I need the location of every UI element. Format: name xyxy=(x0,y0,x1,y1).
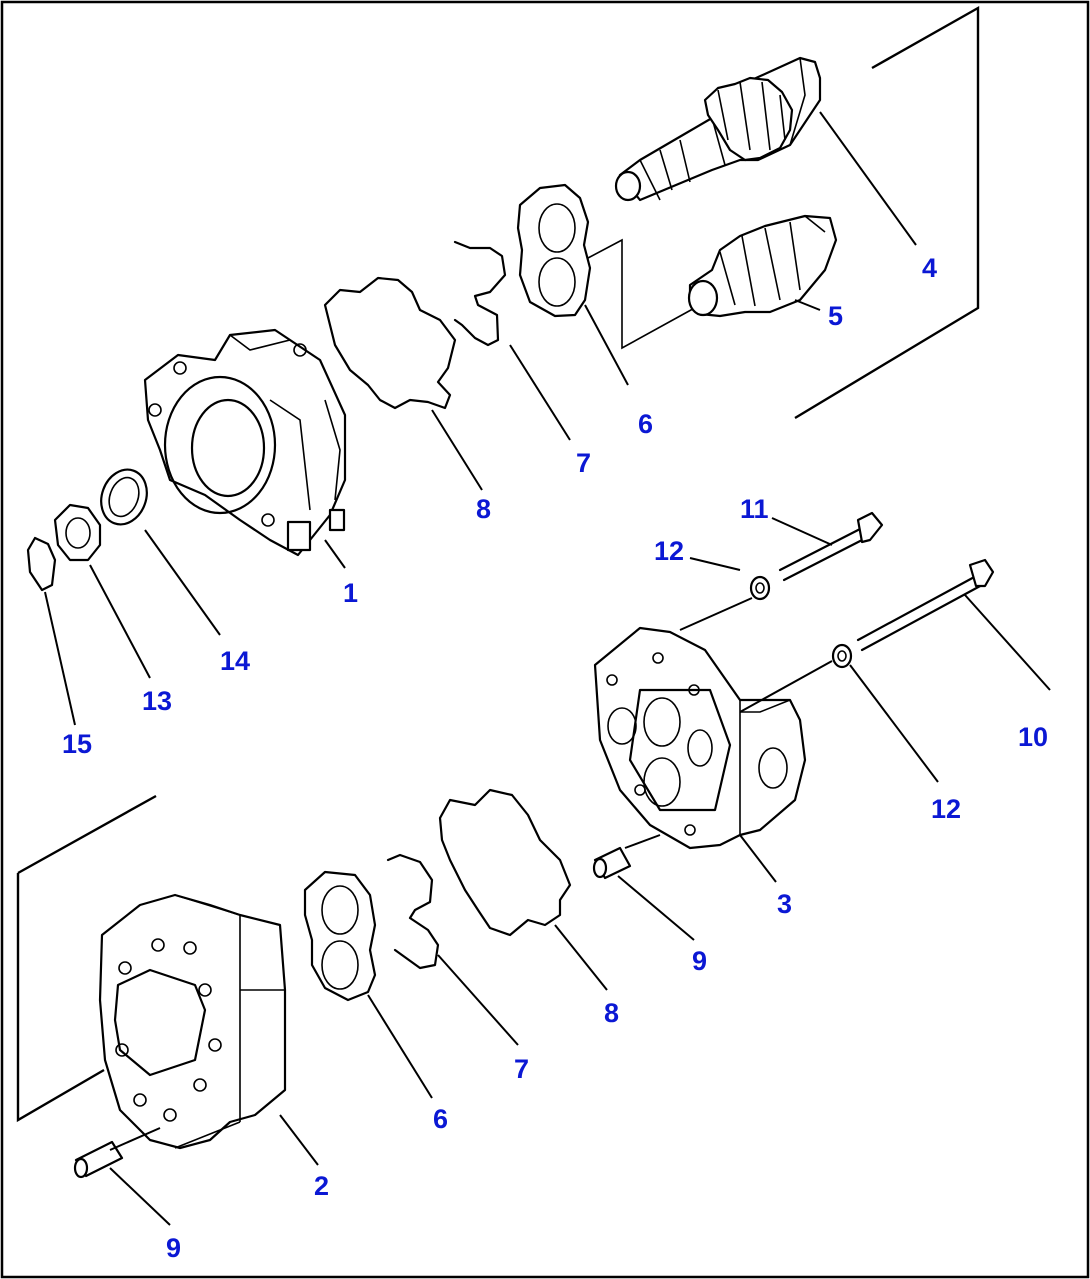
callout-12-upper: 12 xyxy=(654,536,684,566)
callout-1: 1 xyxy=(343,578,358,608)
part-5-driven-gear xyxy=(687,214,838,318)
part-11-bolt xyxy=(778,511,884,582)
part-8-gasket-top xyxy=(323,276,457,410)
part-10-long-bolt xyxy=(856,558,995,652)
callout-9-left: 9 xyxy=(166,1233,181,1263)
callout-6-top: 6 xyxy=(638,409,653,439)
callout-12-lower: 12 xyxy=(931,794,961,824)
part-14-washer xyxy=(100,468,148,526)
group-frame-top xyxy=(794,5,980,420)
callout-15: 15 xyxy=(62,729,92,759)
part-12-washer-lower xyxy=(831,643,853,669)
part-12-washer-upper xyxy=(749,575,771,601)
part-3-gear-case xyxy=(593,626,807,850)
part-13-nut xyxy=(53,503,102,562)
callout-2: 2 xyxy=(314,1171,329,1201)
part-9-dowel-pin-right xyxy=(592,846,632,880)
part-7-seal-bottom xyxy=(386,853,440,970)
callout-7-top: 7 xyxy=(576,448,591,478)
callout-6-bottom: 6 xyxy=(433,1104,448,1134)
callout-4: 4 xyxy=(922,253,937,283)
group-frame-bottom xyxy=(16,794,157,1123)
part-1-front-cover xyxy=(143,328,347,557)
callout-5: 5 xyxy=(828,301,843,331)
callout-8-bottom: 8 xyxy=(604,998,619,1028)
callout-3: 3 xyxy=(777,889,792,919)
callout-9-right: 9 xyxy=(692,946,707,976)
callouts: 4 5 6 7 8 1 14 13 15 11 12 10 12 3 9 8 7… xyxy=(62,253,1048,1263)
frame-link-shafts xyxy=(587,238,701,350)
callout-10: 10 xyxy=(1018,722,1048,752)
callout-8-top: 8 xyxy=(476,494,491,524)
callout-14: 14 xyxy=(220,646,250,676)
part-4-drive-shaft xyxy=(614,56,822,202)
leader-lines xyxy=(44,111,1051,1226)
part-6-bushing-plate-top xyxy=(516,183,592,318)
part-2-gear-body xyxy=(98,893,287,1150)
part-7-seal-top xyxy=(453,240,507,347)
part-6-bushing-plate-bottom xyxy=(303,870,377,1002)
callout-13: 13 xyxy=(142,686,172,716)
callout-11: 11 xyxy=(740,494,769,524)
part-15-snap-ring xyxy=(26,536,57,592)
part-8-gasket-bottom xyxy=(438,788,572,937)
callout-7-bottom: 7 xyxy=(514,1054,529,1084)
